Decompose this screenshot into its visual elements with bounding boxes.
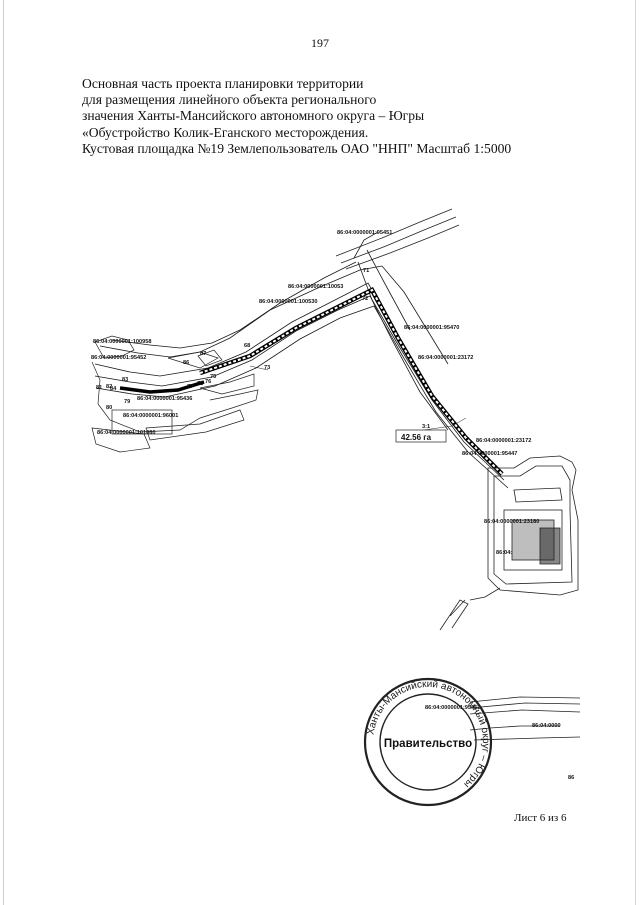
page-number: 197: [311, 36, 329, 50]
point-number: 82: [106, 384, 112, 390]
right-of-way-band: [119, 287, 504, 476]
parcel-label: 86:04:0000001:23172: [418, 355, 473, 361]
area-value: 42.56 га: [401, 433, 432, 442]
inset-parcel-label: 86:04:0000: [532, 723, 561, 729]
parcel-label: 86:04:0000001:95452: [91, 355, 146, 361]
inset-parcel-label: 86:04:0000001:95452: [425, 705, 480, 711]
pipeline-corridor: [94, 231, 509, 489]
parcel-label: 86:04:0000001:95447: [462, 451, 517, 457]
point-number: 80: [106, 405, 112, 411]
parcel-label: 86:04:0000001:23180: [484, 519, 539, 525]
road-corridor: [335, 208, 460, 270]
point-number: 76: [205, 379, 211, 385]
parcel-label: 86:04:0000001:96001: [123, 413, 178, 419]
zone-label: 3:1: [422, 424, 430, 430]
title-line: для размещения линейного объекта региона…: [82, 92, 377, 108]
sheet-number: Лист 6 из 6: [514, 812, 567, 824]
point-number: 78: [197, 381, 203, 387]
point-number: 77: [187, 384, 193, 390]
title-line: «Обустройство Колик-Еганского месторожде…: [82, 124, 369, 140]
point-number: 87: [200, 351, 206, 357]
document-title: Основная часть проекта планировки террит…: [82, 76, 602, 157]
scan-edge-right: [635, 0, 636, 905]
well-pad: [439, 455, 579, 631]
point-number: 73: [264, 365, 270, 371]
west-end-plots: [91, 335, 259, 453]
official-stamp: Ханты-Мансийский автономный округ – Югры…: [363, 677, 493, 807]
title-line: Основная часть проекта планировки террит…: [82, 76, 364, 91]
title-line: Кустовая площадка №19 Землепользователь …: [82, 140, 512, 156]
point-number: 75: [210, 374, 216, 380]
parcel-label: 86:04:0000001:23172: [476, 438, 531, 444]
point-number: 84: [110, 386, 117, 392]
inset-parcel-label: 86: [568, 775, 574, 781]
point-number: 81: [96, 385, 102, 391]
point-number: 86: [183, 360, 189, 366]
title-line: значения Ханты-Мансийского автономного о…: [82, 108, 425, 124]
parcel-label: 86:04:0000001:101080: [97, 430, 155, 436]
stamp-center-text: Правительство: [384, 738, 472, 750]
parcel-label: 86:04:0000001:100958: [93, 339, 151, 345]
parcel-label: 86:04:: [496, 550, 512, 556]
lower-map-fragment: [469, 696, 581, 741]
scan-edge-left: [3, 0, 4, 905]
point-number: 71: [363, 268, 369, 274]
parcel-label: 86:04:0000001:100530: [259, 299, 317, 305]
point-number: 83: [122, 377, 128, 383]
point-number: 68: [244, 343, 250, 349]
parcel-label: 86:04:0000001:10053: [288, 284, 343, 290]
area-box: [395, 429, 447, 443]
parcel-label: 86:04:0000001:95436: [137, 396, 192, 402]
parcel-label: 86:04:0000001:95470: [404, 325, 459, 331]
parcel-label: 86:04:0000001:95451: [337, 230, 392, 236]
point-number: 79: [124, 399, 130, 405]
point-number: 72: [362, 296, 368, 302]
